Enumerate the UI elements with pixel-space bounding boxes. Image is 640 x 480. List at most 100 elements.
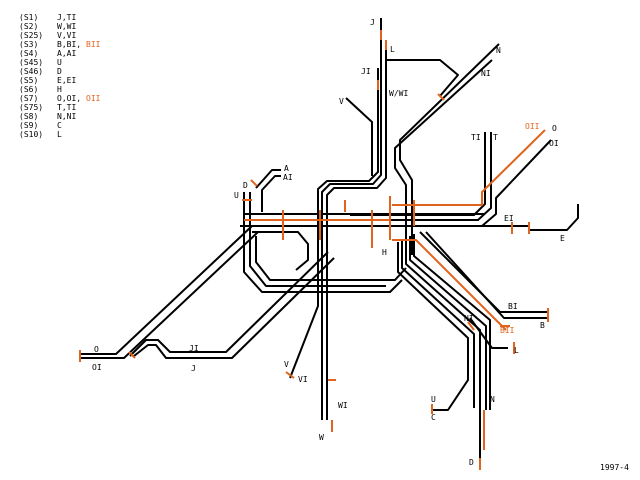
legend-row-s2: (S2) W,WI — [19, 22, 76, 31]
label-u-bottom: U — [431, 395, 436, 404]
label-ai: AI — [283, 173, 293, 182]
legend-highlight: OII — [86, 94, 101, 103]
track-ring-west — [255, 236, 407, 281]
legend-highlight: BII — [86, 40, 101, 49]
track-ti — [350, 132, 486, 216]
legend-routes: W,WI — [57, 22, 76, 31]
legend-code: (S45) — [19, 58, 43, 67]
label-ji: JI — [361, 67, 371, 76]
track-a — [255, 169, 281, 189]
label-bii: BII — [500, 326, 515, 335]
track-s2-wi — [289, 68, 379, 379]
legend-routes: U — [57, 58, 62, 67]
legend-code: (S46) — [19, 67, 43, 76]
track-ji-sw — [133, 257, 335, 359]
label-v-low: V — [284, 360, 289, 369]
label-l-top: L — [390, 45, 395, 54]
label-ni-mid: NI — [464, 314, 474, 323]
track-s1-north-b — [326, 40, 387, 420]
legend-code: (S2) — [19, 22, 38, 31]
legend-code: (S8) — [19, 112, 38, 121]
track-se-1 — [397, 242, 469, 411]
legend-row-s3: (S3) B,BI, BII — [19, 40, 101, 49]
track-l-mid — [469, 317, 508, 349]
label-ji-low: JI — [189, 344, 199, 353]
legend-row-s10: (S10) L — [19, 130, 62, 139]
track-bi — [425, 231, 548, 319]
label-j-top: J — [370, 18, 375, 27]
track-t — [348, 132, 492, 221]
legend-row-s6: (S6)H — [19, 85, 62, 94]
track-v — [345, 97, 373, 176]
tick — [250, 179, 258, 187]
label-oi-left: OI — [92, 363, 102, 372]
label-l-mid: L — [514, 346, 519, 355]
legend-code: (S7) — [19, 94, 38, 103]
legend-row-s8: (S8) N,NI — [19, 112, 76, 121]
label-ti: TI — [471, 133, 481, 142]
label-ni-top: NI — [481, 69, 491, 78]
legend-code: (S10) — [19, 130, 43, 139]
label-e: E — [560, 234, 565, 243]
tick — [437, 93, 445, 101]
tick — [467, 321, 475, 331]
legend-row-s4: (S4) A,AI — [19, 49, 76, 58]
legend-routes: A,AI — [57, 49, 76, 58]
track-j-sw — [129, 251, 329, 357]
label-oii: OII — [525, 122, 540, 131]
legend-row-s9: (S9)C — [19, 121, 62, 130]
track-se-2 — [401, 240, 475, 408]
legend-code: (S4) — [19, 49, 38, 58]
label-wi: WI — [338, 401, 348, 410]
label-j-low: J — [191, 364, 196, 373]
track-se-4 — [409, 236, 487, 410]
legend-row-s45: (S45) U — [19, 58, 62, 67]
legend-code: (S5) — [19, 76, 38, 85]
legend-row-s7: (S7)O,OI,OII — [19, 94, 101, 103]
legend-row-s75: (S75) T,TI — [19, 103, 76, 112]
tick — [285, 371, 295, 379]
label-n-bottom: N — [490, 395, 495, 404]
legend-routes: T,TI — [57, 103, 76, 112]
legend-row-s5: (S5)E,EI — [19, 76, 76, 85]
legend-routes: J,TI — [57, 13, 76, 22]
legend-routes: D — [57, 67, 62, 76]
legend-routes: H — [57, 85, 62, 94]
label-o-left: O — [94, 345, 99, 354]
legend-routes: L — [57, 130, 62, 139]
label-h: H — [382, 248, 387, 257]
label-n-top: N — [496, 46, 501, 55]
tracks — [80, 18, 579, 470]
legend-code: (S75) — [19, 103, 43, 112]
legend-row-s46: (S46) D — [19, 67, 62, 76]
legend-code: (S25) — [19, 31, 43, 40]
track-se-3 — [405, 238, 481, 470]
track-b — [419, 231, 548, 313]
label-vi: VI — [298, 375, 308, 384]
label-ei: EI — [504, 214, 514, 223]
label-c: C — [431, 413, 436, 422]
legend-routes: V,VI — [57, 31, 76, 40]
label-oi-right: OI — [549, 139, 559, 148]
label-a: A — [284, 164, 289, 173]
label-w-wi: W/WI — [389, 89, 408, 98]
label-o-right: O — [552, 124, 557, 133]
track-ring-west-2 — [252, 231, 309, 271]
tick — [128, 351, 136, 359]
legend-routes: B,BI, — [57, 40, 81, 49]
track-n-ne-b — [394, 59, 493, 258]
label-d-bottom: D — [469, 458, 474, 467]
legend-routes: N,NI — [57, 112, 76, 121]
track-e — [530, 204, 579, 231]
label-b: B — [540, 321, 545, 330]
route-labels: J L N NI JI W/WI V TI T OII O OI A AI D … — [92, 18, 565, 467]
legend-code: (S3) — [19, 40, 38, 49]
legend-row-s25: (S25) V,VI — [19, 31, 76, 40]
track-oi-sw — [80, 231, 259, 359]
legend: (S1)J,TI (S2)W,WI (S25)V,VI (S3)B,BI,BII… — [19, 13, 101, 139]
track-s1-north — [321, 18, 382, 420]
track-oii — [392, 129, 546, 206]
legend-routes: C — [57, 121, 62, 130]
